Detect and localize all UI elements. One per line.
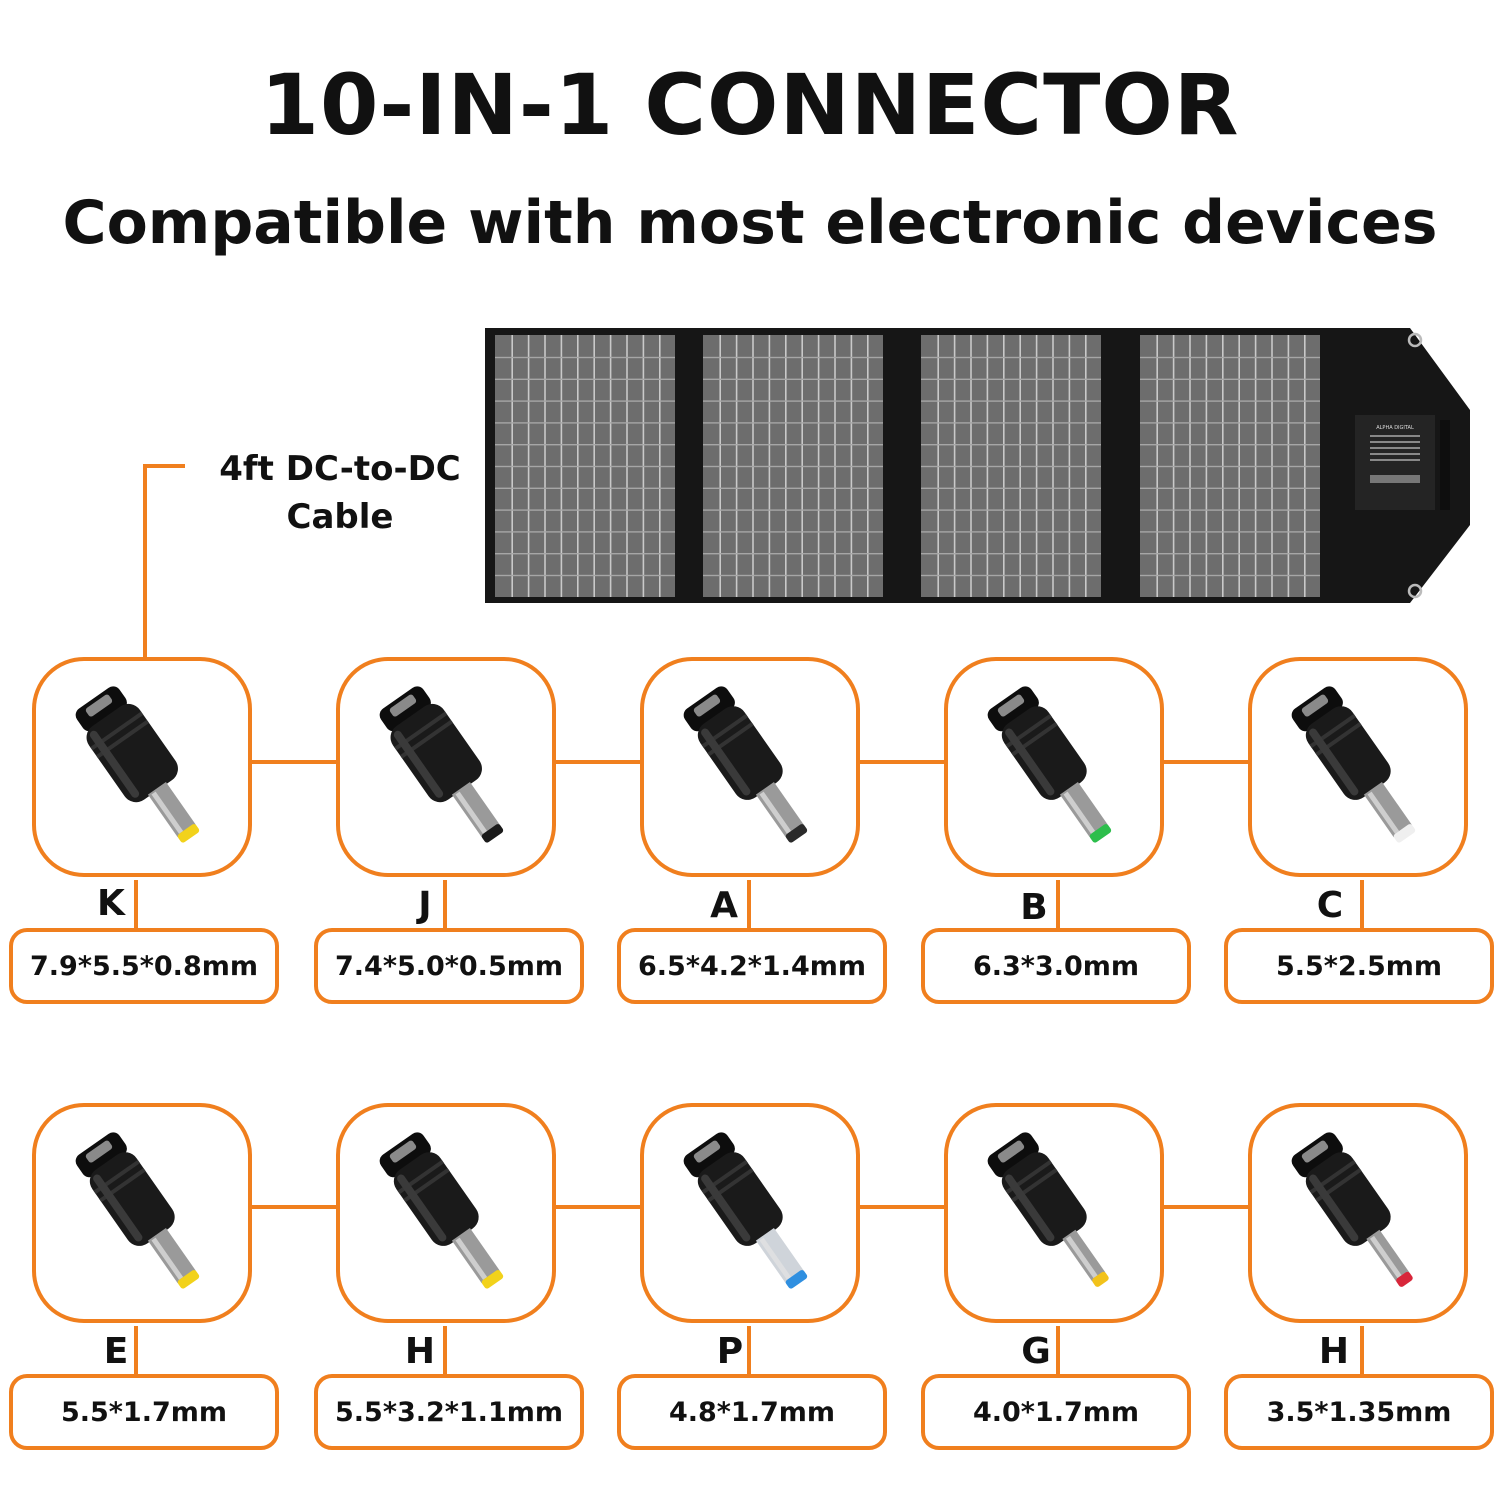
connector-letter-g: G xyxy=(1021,1331,1051,1372)
plug-icon xyxy=(379,686,504,843)
panel-brand-label: ALPHA DIGITAL xyxy=(1376,425,1414,431)
size-label-e: 5.5*1.7mm xyxy=(9,1374,279,1450)
connector-tile-b xyxy=(944,657,1164,877)
size-label-c: 5.5*2.5mm xyxy=(1224,928,1494,1004)
page-title: 10-IN-1 CONNECTOR xyxy=(260,56,1240,154)
cable-leader-horizontal xyxy=(143,464,185,468)
connector-tile-h xyxy=(336,1103,556,1323)
connector-letter-e: E xyxy=(103,1331,129,1372)
plug-icon xyxy=(987,686,1112,843)
connector-letter-c: C xyxy=(1316,885,1344,926)
size-label-a: 6.5*4.2*1.4mm xyxy=(617,928,887,1004)
size-label-h: 5.5*3.2*1.1mm xyxy=(314,1374,584,1450)
connector-tile-c xyxy=(1248,657,1468,877)
stem xyxy=(443,1326,447,1374)
plug-icon xyxy=(75,1132,200,1289)
connector-letter-j: J xyxy=(418,885,432,926)
size-label-k: 7.9*5.5*0.8mm xyxy=(9,928,279,1004)
cable-label: 4ft DC-to-DC Cable xyxy=(190,445,490,541)
solar-panel-image: ALPHA DIGITAL xyxy=(485,328,1470,603)
connector-tile-p xyxy=(640,1103,860,1323)
cable-leader-vertical xyxy=(143,464,147,657)
connector-tile-k xyxy=(32,657,252,877)
size-label-h2: 3.5*1.35mm xyxy=(1224,1374,1494,1450)
plug-icon xyxy=(987,1132,1109,1287)
cable-label-line1: 4ft DC-to-DC xyxy=(219,449,461,489)
connector-letter-p: P xyxy=(716,1331,744,1372)
stem xyxy=(1360,880,1364,928)
stem xyxy=(134,880,138,928)
stem xyxy=(134,1326,138,1374)
plug-icon xyxy=(379,1132,504,1289)
stem xyxy=(1056,880,1060,928)
connector-tile-h2 xyxy=(1248,1103,1468,1323)
size-label-p: 4.8*1.7mm xyxy=(617,1374,887,1450)
size-label-g: 4.0*1.7mm xyxy=(921,1374,1191,1450)
stem xyxy=(747,1326,751,1374)
size-label-j: 7.4*5.0*0.5mm xyxy=(314,928,584,1004)
connector-letter-h2: H xyxy=(1318,1331,1350,1372)
connector-tile-a xyxy=(640,657,860,877)
stem xyxy=(1360,1326,1364,1374)
connector-tile-j xyxy=(336,657,556,877)
connector-letter-a: A xyxy=(710,885,738,926)
plug-icon xyxy=(1291,1132,1413,1287)
stem xyxy=(747,880,751,928)
plug-icon xyxy=(75,686,200,843)
connector-letter-h: H xyxy=(404,1331,436,1372)
connector-tile-e xyxy=(32,1103,252,1323)
plug-icon xyxy=(683,686,808,843)
stem xyxy=(1056,1326,1060,1374)
connector-letter-b: B xyxy=(1020,887,1048,928)
plug-icon xyxy=(683,1132,808,1289)
size-label-b: 6.3*3.0mm xyxy=(921,928,1191,1004)
page-subtitle: Compatible with most electronic devices xyxy=(62,188,1438,258)
plug-icon xyxy=(1291,686,1416,843)
connector-letter-k: K xyxy=(97,883,125,924)
cable-label-line2: Cable xyxy=(286,497,394,537)
connector-tile-g xyxy=(944,1103,1164,1323)
stem xyxy=(443,880,447,928)
